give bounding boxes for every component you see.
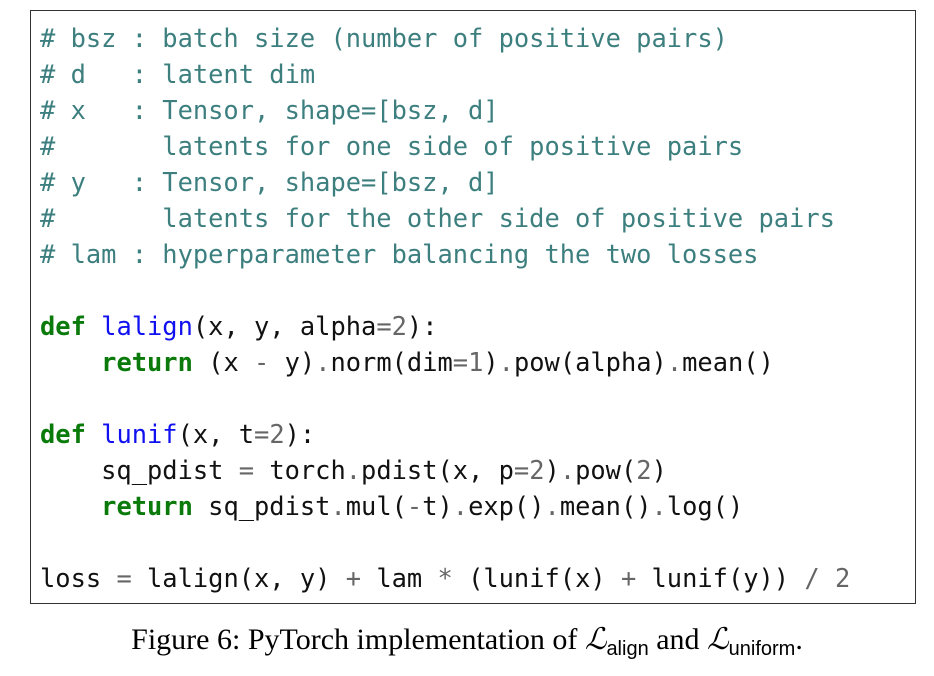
code-token-op: = [116,563,132,593]
code-token-tx: lam [361,563,438,593]
code-token-nm: 2 [529,455,545,485]
code-listing: # bsz : batch size (number of positive p… [40,20,850,596]
code-token-tx [86,419,101,449]
code-line: return sq_pdist.mul(-t).exp().mean().log… [40,488,850,524]
code-token-tx: (x [192,347,255,377]
code-line: def lunif(x, t=2): [40,416,850,452]
code-token-tx: mean() [559,491,652,521]
caption-prefix: Figure 6: PyTorch implementation of [131,623,585,656]
code-token-tx: lalign(x, y) [131,563,346,593]
code-token-tx: (x, y, alpha [192,311,377,341]
code-token-tx: torch [254,455,346,485]
code-token-tx: ): [406,311,438,341]
code-token-op: . [452,491,469,521]
code-token-nm: 2 [391,311,407,341]
code-token-op: . [330,491,346,521]
code-token-op: . [498,347,514,377]
code-line: def lalign(x, y, alpha=2): [40,308,850,344]
code-token-tx: y) [269,347,316,377]
code-token-op: . [544,491,560,521]
code-token-op: . [315,347,331,377]
code-token-op: . [559,455,576,485]
code-token-fn: lalign [101,311,193,341]
code-token-tx: mul( [345,491,407,521]
code-token-op: . [345,455,362,485]
code-line: # lam : hyperparameter balancing the two… [40,236,850,272]
caption-suffix: . [795,623,803,656]
code-token-tx [40,491,101,521]
code-token-tx: ) [544,455,560,485]
code-token-tx: (lunif(x) [452,563,621,593]
code-token-op: . [651,491,667,521]
code-token-tx: ): [284,419,316,449]
code-token-cm: # latents for the other side of positive… [40,203,835,233]
code-token-op: . [666,347,683,377]
code-line: # latents for one side of positive pairs [40,128,850,164]
code-token-cm: # d : latent dim [40,59,316,89]
code-token-kw: def [40,419,86,449]
caption-symbol-uniform: ℒ [707,622,729,657]
code-token-nm: 2 [269,419,285,449]
code-line: sq_pdist = torch.pdist(x, p=2).pow(2) [40,452,850,488]
code-token-op: = [513,455,530,485]
code-line: # x : Tensor, shape=[bsz, d] [40,92,850,128]
code-token-cm: # lam : hyperparameter balancing the two… [40,239,759,269]
code-token-nm: 2 [636,455,652,485]
code-token-tx: log() [666,491,744,521]
code-line [40,272,850,308]
code-token-kw: def [40,311,86,341]
code-token-tx: sq_pdist [40,455,239,485]
code-line: return (x - y).norm(dim=1).pow(alpha).me… [40,344,850,380]
code-token-tx [40,347,101,377]
caption-mid: and [648,623,708,656]
code-token-cm: # y : Tensor, shape=[bsz, d] [40,167,499,197]
code-token-tx: sq_pdist [192,491,331,521]
code-token-op: + [345,563,362,593]
code-token-cm: # x : Tensor, shape=[bsz, d] [40,95,499,125]
code-token-op: = [254,419,270,449]
code-token-tx: loss [40,563,117,593]
code-token-fn: lunif [101,419,178,449]
code-token-tx [86,311,101,341]
caption-subscript-uniform: uniform [728,638,796,660]
code-token-kw: return [101,347,193,377]
code-line: # latents for the other side of positive… [40,200,850,236]
code-token-cm: # latents for one side of positive pairs [40,131,744,161]
code-token-tx: exp() [468,491,545,521]
code-token-tx: ) [483,347,499,377]
code-line [40,524,850,560]
code-token-tx: t) [422,491,453,521]
code-token-tx: pow(alpha) [513,347,667,377]
code-token-tx: pow( [575,455,637,485]
code-token-op: - [406,491,423,521]
code-token-tx: lunif(y)) [636,563,805,593]
code-line: # d : latent dim [40,56,850,92]
code-token-nm: 1 [468,347,484,377]
code-listing-box: # bsz : batch size (number of positive p… [30,10,916,604]
code-line: loss = lalign(x, y) + lam * (lunif(x) + … [40,560,850,596]
code-line: # y : Tensor, shape=[bsz, d] [40,164,850,200]
code-token-tx: mean() [682,347,774,377]
code-token-tx: pdist(x, p [361,455,514,485]
code-token-op: + [620,563,637,593]
code-token-tx: norm(dim [330,347,453,377]
figure-caption: Figure 6: PyTorch implementation of ℒali… [0,622,934,660]
code-token-nm: 2 [834,563,851,593]
code-line [40,380,850,416]
code-token-op: - [254,347,270,377]
code-token-op: = [238,455,255,485]
code-token-tx [820,563,835,593]
code-line: # bsz : batch size (number of positive p… [40,20,850,56]
caption-subscript-align: align [606,638,649,660]
code-token-op: * [437,563,453,593]
caption-symbol-align: ℒ [584,622,607,657]
code-token-op: / [804,563,820,593]
code-token-kw: return [101,491,193,521]
code-token-tx: ) [651,455,667,485]
code-token-tx: (x, t [177,419,255,449]
code-token-op: = [452,347,469,377]
code-token-op: = [376,311,392,341]
code-token-cm: # bsz : batch size (number of positive p… [40,23,728,53]
